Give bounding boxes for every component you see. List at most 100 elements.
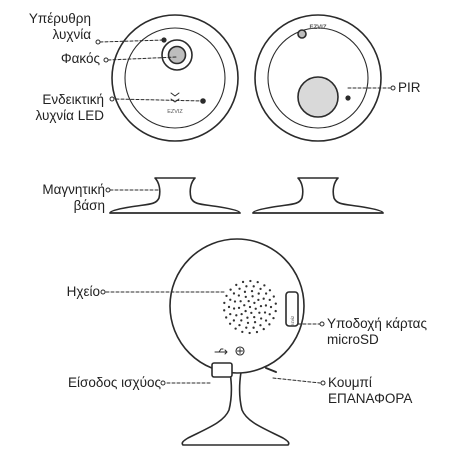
speaker-hole xyxy=(229,299,231,301)
label-power-input-text: Είσοδος ισχύος xyxy=(68,375,161,390)
speaker-hole xyxy=(263,284,265,286)
pir-sensor-icon xyxy=(298,77,338,117)
speaker-hole xyxy=(229,289,231,291)
label-power-input: Είσοδος ισχύος xyxy=(68,375,161,391)
speaker-hole xyxy=(223,302,225,304)
speaker-hole xyxy=(273,295,275,297)
speaker-hole xyxy=(229,323,231,325)
speaker-hole xyxy=(251,295,253,297)
speaker-hole xyxy=(240,319,242,321)
label-magnetic-base-line2: βάση xyxy=(42,198,105,214)
speaker-hole xyxy=(238,288,240,290)
label-microsd-slot-line2: microSD xyxy=(327,332,427,348)
speaker-hole xyxy=(265,304,267,306)
speaker-hole xyxy=(243,304,245,306)
front-camera-body xyxy=(112,15,238,141)
label-speaker: Ηχείο xyxy=(67,284,100,300)
label-ir-led-line1: Υπέρυθρη xyxy=(29,11,91,27)
speaker-hole xyxy=(253,285,255,287)
speaker-hole xyxy=(242,281,244,283)
speaker-hole xyxy=(263,298,265,300)
speaker-hole xyxy=(259,324,261,326)
front-logo: EZVIZ xyxy=(167,109,183,115)
speaker-hole xyxy=(234,328,236,330)
label-magnetic-base: Μαγνητική βάση xyxy=(42,182,105,214)
speaker-hole xyxy=(256,331,258,333)
speaker-hole xyxy=(228,306,230,308)
speaker-hole xyxy=(275,310,277,312)
speaker-hole xyxy=(264,311,266,313)
speaker-hole xyxy=(269,313,271,315)
speaker-hole xyxy=(233,307,235,309)
speaker-hole xyxy=(238,307,240,309)
top-logo: EZVIZ xyxy=(309,25,326,31)
pir-indicator-icon xyxy=(346,96,350,100)
label-indicator-led-line2: λυχνία LED xyxy=(36,108,104,124)
speaker-hole xyxy=(249,280,251,282)
label-reset-button-line2: ΕΠΑΝΑΦΟΡΑ xyxy=(328,391,412,407)
side-logo: ezviz xyxy=(290,315,295,326)
speaker-hole xyxy=(257,281,259,283)
speaker-hole xyxy=(238,324,240,326)
speaker-hole xyxy=(250,312,252,314)
speaker-hole xyxy=(272,317,274,319)
speaker-hole xyxy=(244,291,246,293)
speaker-hole xyxy=(260,317,262,319)
speaker-hole xyxy=(234,300,236,302)
speaker-hole xyxy=(275,303,277,305)
speaker-hole xyxy=(249,306,251,308)
front-camera-stand xyxy=(110,178,240,213)
label-pir-text: PIR xyxy=(398,80,421,95)
pir-camera xyxy=(253,15,383,213)
speaker-hole xyxy=(259,288,261,290)
speaker-hole xyxy=(229,313,231,315)
label-reset-button-line1: Κουμπί xyxy=(328,375,412,391)
label-indicator-led: Ενδεικτική λυχνία LED xyxy=(36,92,104,124)
speaker-hole xyxy=(240,313,242,315)
speaker-hole xyxy=(238,294,240,296)
speaker-hole xyxy=(235,284,237,286)
speaker-hole xyxy=(245,296,247,298)
label-speaker-text: Ηχείο xyxy=(67,284,100,299)
speaker-hole xyxy=(233,319,235,321)
speaker-hole xyxy=(253,316,255,318)
speaker-hole xyxy=(246,317,248,319)
label-magnetic-base-line1: Μαγνητική xyxy=(42,182,105,198)
label-reset-button: Κουμπί ΕΠΑΝΑΦΟΡΑ xyxy=(328,375,412,407)
speaker-hole xyxy=(253,302,255,304)
pir-camera-stand xyxy=(253,178,383,213)
speaker-hole xyxy=(254,321,256,323)
speaker-hole xyxy=(248,300,250,302)
label-ir-led: Υπέρυθρη λυχνία xyxy=(29,11,91,43)
reset-button-icon xyxy=(266,368,276,372)
label-microsd-slot-line1: Υποδοχή κάρτας xyxy=(327,316,427,332)
speaker-hole xyxy=(245,327,247,329)
speaker-hole xyxy=(265,319,267,321)
speaker-hole xyxy=(235,314,237,316)
speaker-hole xyxy=(270,306,272,308)
speaker-hole xyxy=(225,316,227,318)
speaker-hole xyxy=(223,309,225,311)
label-microsd-slot: Υποδοχή κάρτας microSD xyxy=(327,316,427,348)
speaker-hole xyxy=(260,305,262,307)
speaker-hole xyxy=(252,327,254,329)
speaker-hole xyxy=(255,308,257,310)
speaker-hole xyxy=(251,290,253,292)
label-ir-led-line2: λυχνία xyxy=(29,27,91,43)
speaker-hole xyxy=(225,295,227,297)
speaker-hole xyxy=(247,322,249,324)
label-pir: PIR xyxy=(398,80,421,96)
speaker-hole xyxy=(244,310,246,312)
label-lens: Φακός xyxy=(61,51,100,67)
speaker-hole xyxy=(241,331,243,333)
pir-lens-icon xyxy=(298,30,306,38)
speaker-hole xyxy=(268,323,270,325)
power-port-icon xyxy=(212,363,232,377)
speaker-hole xyxy=(239,300,241,302)
lens-icon xyxy=(169,47,186,64)
back-camera xyxy=(170,239,304,445)
speaker-hole xyxy=(245,285,247,287)
speaker-hole xyxy=(265,292,267,294)
speaker-hole xyxy=(269,289,271,291)
